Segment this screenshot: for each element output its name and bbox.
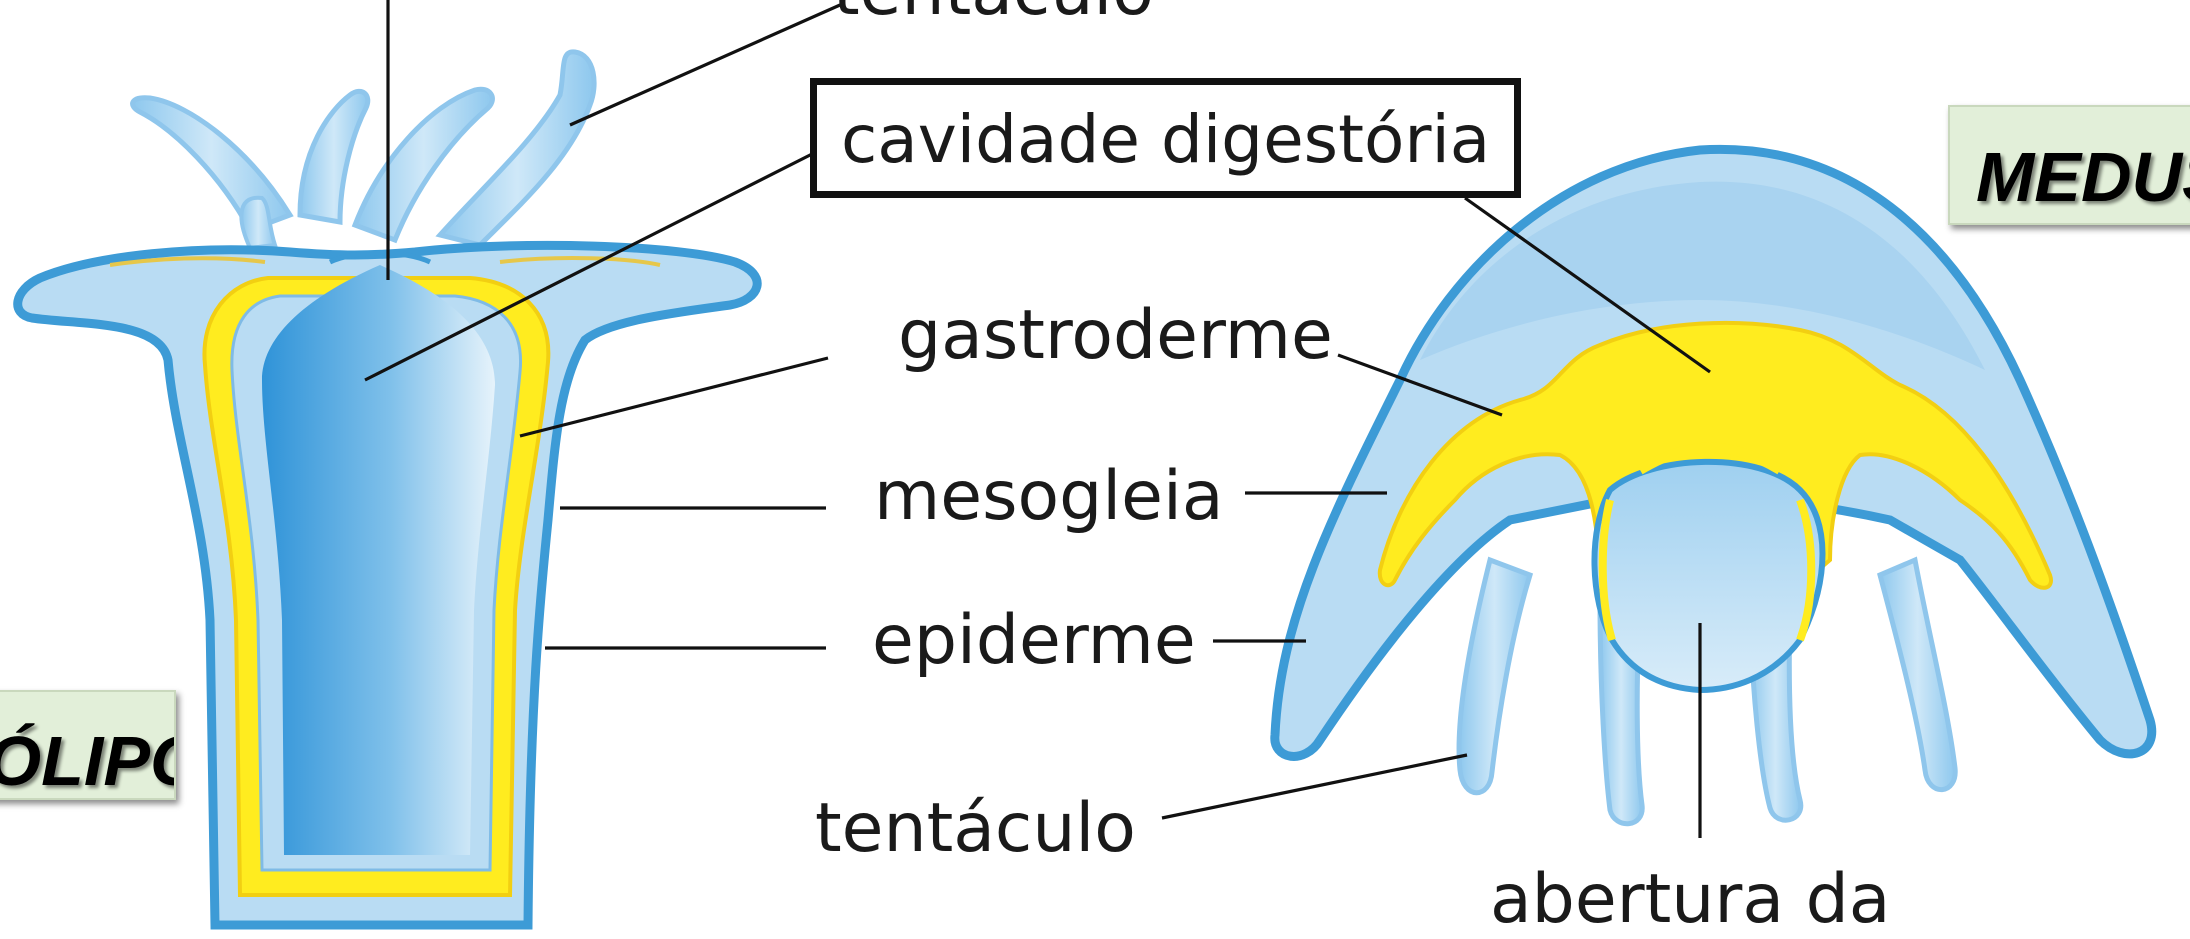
label-abertura: abertura da xyxy=(1490,866,1890,934)
polyp-tentacles xyxy=(133,52,595,248)
label-tentaculo-top: tentáculo xyxy=(833,0,1154,26)
tag-polipo: PÓLIPO xyxy=(0,690,176,800)
label-epiderme: epiderme xyxy=(872,607,1196,675)
label-cavidade-digestoria: cavidade digestória xyxy=(810,78,1521,198)
label-gastroderme: gastroderme xyxy=(898,302,1333,370)
polyp-digestive-cavity xyxy=(262,265,495,855)
medusa-figure xyxy=(1275,149,2152,823)
medusa-digestive-cavity xyxy=(1594,462,1822,690)
label-tentaculo: tentáculo xyxy=(815,795,1136,863)
leader-tentaculo-top xyxy=(570,5,840,125)
leader-tentaculo-bottom xyxy=(1162,755,1467,818)
label-mesogleia: mesogleia xyxy=(874,463,1224,531)
tag-medusa: MEDUSA xyxy=(1948,105,2190,225)
